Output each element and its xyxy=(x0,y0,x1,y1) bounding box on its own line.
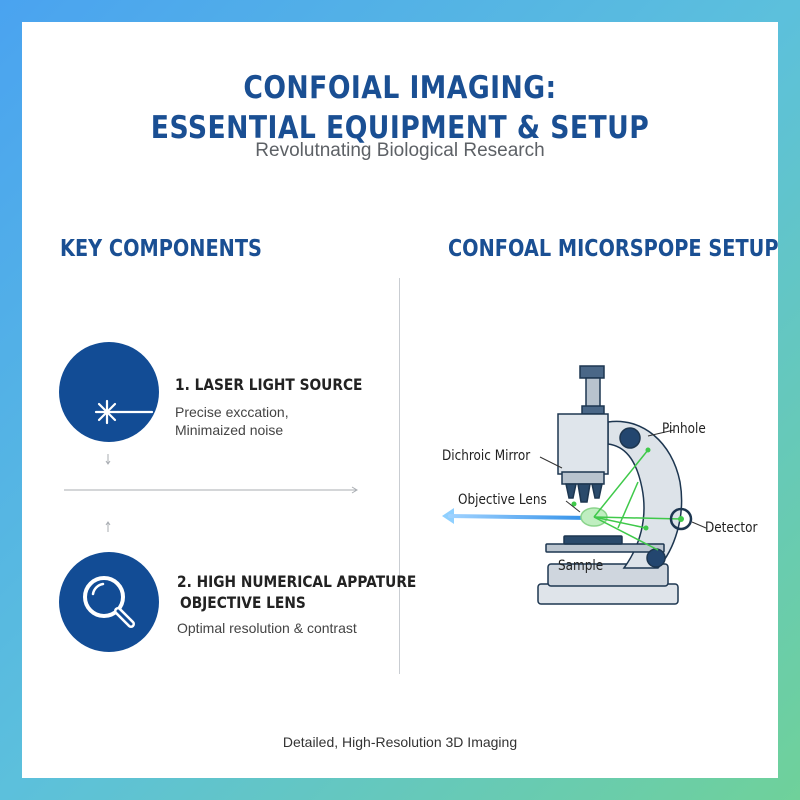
infographic-card: CONFOIAL IMAGING: ESSENTIAL EQUIPMENT & … xyxy=(22,22,778,778)
detector-label: Detector xyxy=(705,520,758,536)
detector-ring xyxy=(669,507,693,531)
title-line-1: CONFOIAL IMAGING: xyxy=(243,70,557,106)
dichroic-mirror-label: Dichroic Mirror xyxy=(442,448,531,464)
title-line-2: ESSENTIAL EQUIPMENT & SETUP xyxy=(150,110,650,146)
label-leaders xyxy=(539,429,707,529)
component-1-title: 1. LASER LIGHT SOURCE xyxy=(175,375,363,394)
component-2-title-line-1: 2. HIGH NUMERICAL APPATURE xyxy=(177,572,417,591)
objective-icon-circle xyxy=(59,552,159,652)
component-2-title-line-2: OBJECTIVE LENS xyxy=(180,593,306,612)
laser-star-icon xyxy=(94,399,154,425)
page-title: CONFOIAL IMAGING: ESSENTIAL EQUIPMENT & … xyxy=(75,68,725,148)
microscope-diagram xyxy=(442,365,707,605)
footer-caption: Detailed, High-Resolution 3D Imaging xyxy=(282,734,518,750)
microscope-body xyxy=(537,365,683,605)
sample-label: Sample xyxy=(558,558,604,574)
component-1-desc-line-1: Precise exccation, xyxy=(175,404,289,420)
light-path xyxy=(580,449,683,551)
component-1-desc-line-2: Minimaized noise xyxy=(175,422,284,438)
setup-heading: CONFOAL MICORSPOPE SETUP xyxy=(448,236,779,262)
pinhole-label: Pinhole xyxy=(662,421,706,437)
laser-beam xyxy=(442,508,594,524)
light-path-points xyxy=(571,447,684,531)
key-components-heading: KEY COMPONENTS xyxy=(60,236,262,262)
magnifier-icon xyxy=(83,576,135,628)
column-divider xyxy=(399,278,400,674)
laser-icon-circle xyxy=(59,342,159,442)
component-connectors xyxy=(64,454,358,532)
component-2-desc: Optimal resolution & contrast xyxy=(177,620,357,636)
objective-lens-label: Objective Lens xyxy=(458,492,547,508)
page-subtitle: Revolutnating Biological Research xyxy=(255,140,545,161)
